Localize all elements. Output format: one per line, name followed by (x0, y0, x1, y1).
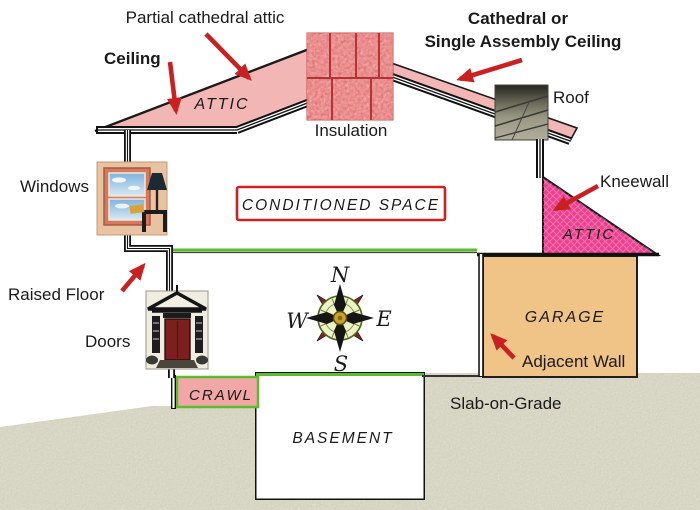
label-windows: Windows (20, 177, 89, 196)
door-steps (156, 360, 198, 368)
room-attic-left: ATTIC (193, 96, 249, 113)
left-attic-roof (94, 39, 370, 134)
basement-box (255, 372, 425, 500)
label-cathedral-line1: Cathedral or (468, 9, 569, 28)
compass-east-label: E (375, 307, 391, 331)
label-kneewall: Kneewall (600, 172, 669, 191)
label-ceiling: Ceiling (104, 49, 161, 68)
compass-cardinal-points (306, 284, 374, 352)
label-raised-floor: Raised Floor (8, 285, 105, 304)
left-roof-top-edge (94, 39, 331, 133)
label-adjacent-wall: Adjacent Wall (522, 352, 625, 371)
door-gable (147, 291, 207, 311)
insulation-photo (306, 32, 394, 121)
room-attic-right: ATTIC (562, 226, 615, 243)
window-photo (96, 161, 168, 236)
arrow-raised-floor (120, 262, 146, 293)
label-insulation: Insulation (315, 121, 388, 140)
crawl-box (171, 375, 260, 409)
room-crawl: CRAWL (189, 387, 253, 404)
label-partial-cathedral-attic: Partial cathedral attic (126, 8, 285, 27)
compass-west-label: W (286, 309, 310, 333)
label-slab-on-grade: Slab-on-Grade (450, 394, 562, 413)
doors-photo (145, 285, 209, 370)
room-garage: GARAGE (525, 309, 605, 326)
conditioned-space-label: CONDITIONED SPACE (242, 197, 440, 214)
roof-photo (494, 84, 549, 141)
lamp-table (142, 210, 167, 232)
cathedral-ceiling-line (235, 98, 312, 134)
label-doors: Doors (85, 332, 130, 351)
arrow-adjacent-wall (490, 333, 516, 360)
arrow-ceiling (166, 61, 182, 115)
compass-north-label: N (330, 263, 350, 287)
left-roof-fill (95, 41, 370, 131)
label-roof: Roof (553, 88, 589, 107)
compass-south-label: S (334, 352, 348, 376)
arrow-kneewall (552, 183, 600, 212)
arrow-partial-cathedral (204, 32, 252, 81)
label-cathedral-line2: Single Assembly Ceiling (425, 32, 622, 51)
left-wall-lower-step (124, 234, 173, 292)
kneewall-attic-triangle (542, 175, 662, 256)
room-basement: BASEMENT (292, 430, 393, 447)
arrow-cathedral (456, 57, 523, 83)
compass-rose: N S E W (286, 263, 391, 376)
lamp-shade (147, 173, 167, 190)
annotation-arrows (120, 32, 600, 360)
conditioned-space-box: CONDITIONED SPACE (235, 185, 447, 222)
